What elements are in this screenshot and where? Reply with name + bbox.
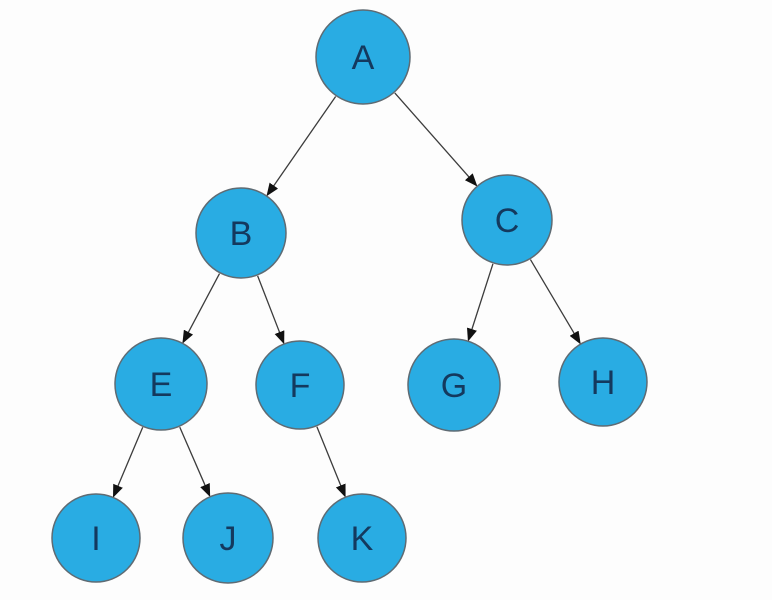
tree-node-label-H: H <box>591 364 616 402</box>
tree-node-label-G: G <box>441 367 467 405</box>
tree-node-circle-I <box>51 493 141 583</box>
tree-edge-F-K <box>316 426 346 498</box>
tree-node-label-B: B <box>230 215 253 253</box>
tree-edge-B-E <box>182 273 221 344</box>
tree-node-I: I <box>51 493 141 583</box>
tree-node-label-K: K <box>351 520 374 558</box>
tree-node-F: F <box>255 340 345 430</box>
tree-node-C: C <box>461 174 553 266</box>
tree-node-label-J: J <box>220 520 237 558</box>
tree-node-K: K <box>317 493 407 583</box>
tree-node-H: H <box>558 337 648 427</box>
tree-node-label-I: I <box>91 520 100 558</box>
tree-edge-A-C <box>394 92 478 187</box>
tree-node-circle-K <box>317 493 407 583</box>
tree-node-label-F: F <box>290 367 311 405</box>
tree-node-J: J <box>182 492 274 584</box>
tree-node-B: B <box>195 187 287 279</box>
tree-edge-E-I <box>112 427 144 498</box>
tree-node-circle-E <box>114 337 208 431</box>
tree-node-circle-A <box>315 9 411 105</box>
tree-edge-C-G <box>467 263 494 342</box>
tree-node-circle-C <box>461 174 553 266</box>
tree-node-G: G <box>407 338 501 432</box>
tree-edge-A-B <box>266 96 337 197</box>
tree-node-label-C: C <box>495 202 520 240</box>
tree-node-circle-F <box>255 340 345 430</box>
tree-node-circle-G <box>407 338 501 432</box>
tree-edge-B-F <box>257 275 285 345</box>
tree-node-circle-J <box>182 492 274 584</box>
tree-node-circle-H <box>558 337 648 427</box>
tree-node-label-A: A <box>352 39 375 77</box>
tree-node-A: A <box>315 9 411 105</box>
tree-node-circle-B <box>195 187 287 279</box>
tree-edge-C-H <box>529 259 581 345</box>
tree-edge-E-J <box>179 426 211 498</box>
tree-node-E: E <box>114 337 208 431</box>
tree-node-label-E: E <box>150 366 173 404</box>
